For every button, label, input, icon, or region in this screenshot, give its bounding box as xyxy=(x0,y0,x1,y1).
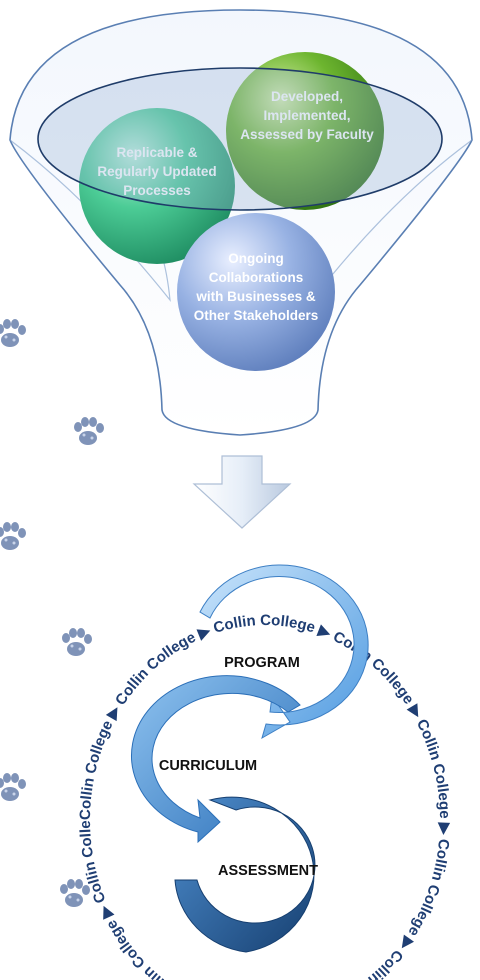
paw-print-icon xyxy=(0,522,26,550)
ball-label-line: with Businesses & xyxy=(195,289,316,304)
stage-label-assessment: ASSESSMENT xyxy=(218,863,318,879)
ball-label-line: Implemented, xyxy=(263,108,350,123)
paw-print-icon xyxy=(0,773,26,801)
ball-label-line: Processes xyxy=(123,183,191,198)
cycle-arrow-curriculum xyxy=(130,675,301,844)
paw-print-icon xyxy=(0,319,26,347)
paw-print-icon xyxy=(62,628,92,656)
ball-label-line: Other Stakeholders xyxy=(194,308,319,323)
ball-faculty: Developed, Implemented, Assessed by Facu… xyxy=(226,52,384,210)
ball-label-line: Developed, xyxy=(271,89,343,104)
stage-label-program: PROGRAM xyxy=(224,655,300,671)
paw-print-icon xyxy=(74,417,104,445)
cycle-arrow-assessment xyxy=(174,796,316,953)
ball-label-line: Collaborations xyxy=(209,270,304,285)
ball-replicable-processes: Replicable & Regularly Updated Processes xyxy=(79,108,235,264)
ball-label-line: Regularly Updated xyxy=(97,164,216,179)
paw-print-icon xyxy=(60,879,90,907)
ball-collaborations: Ongoing Collaborations with Businesses &… xyxy=(177,213,335,371)
ball-label-line: Assessed by Faculty xyxy=(240,127,374,142)
stage-label-curriculum: CURRICULUM xyxy=(159,758,257,774)
funnel-rim xyxy=(37,67,443,211)
cycle-arrow-program xyxy=(199,564,369,740)
ball-label-line: Ongoing xyxy=(228,251,283,266)
ball-label-line: Replicable & xyxy=(116,145,197,160)
down-arrow-icon xyxy=(192,455,292,529)
